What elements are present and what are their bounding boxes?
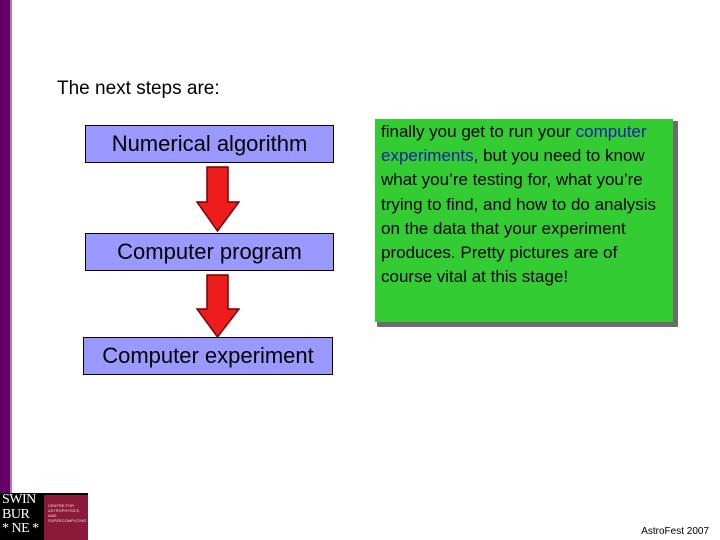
- footer-text: AstroFest 2007: [641, 526, 709, 537]
- logo-line: BUR: [2, 506, 30, 522]
- left-accent-bar-highlight: [10, 0, 12, 540]
- flow-box-computer-experiment: Computer experiment: [83, 337, 333, 375]
- down-arrow-icon: [196, 166, 240, 232]
- flow-box-label: Numerical algorithm: [111, 131, 308, 156]
- down-arrow-icon: [196, 274, 240, 338]
- swinburne-logo: SWIN BUR * NE * CENTRE FOR ASTROPHYSICS …: [0, 492, 88, 540]
- note-box: finally you get to run your computer exp…: [375, 119, 673, 322]
- flow-box-computer-program: Computer program: [85, 233, 334, 271]
- note-text-part2: , but you need to know what you’re testi…: [381, 146, 656, 287]
- flow-box-label: Computer program: [117, 239, 302, 264]
- logo-subtext: CENTRE FOR ASTROPHYSICS AND SUPERCOMPUTI…: [48, 503, 87, 523]
- logo-wordmark: SWIN BUR * NE *: [2, 492, 42, 537]
- note-text-part1: finally you get to run your: [381, 122, 576, 141]
- flow-box-numerical-algorithm: Numerical algorithm: [85, 125, 334, 163]
- left-accent-bar: [0, 0, 10, 540]
- flow-box-label: Computer experiment: [102, 343, 314, 368]
- note-highlight-text: computer experiments: [381, 122, 647, 166]
- logo-crimson-panel: CENTRE FOR ASTROPHYSICS AND SUPERCOMPUTI…: [44, 495, 88, 540]
- logo-line: SWIN: [2, 492, 36, 507]
- logo-line: * NE *: [2, 521, 39, 536]
- note-box-shadow: finally you get to run your computer exp…: [375, 119, 678, 327]
- intro-text: The next steps are:: [57, 78, 220, 99]
